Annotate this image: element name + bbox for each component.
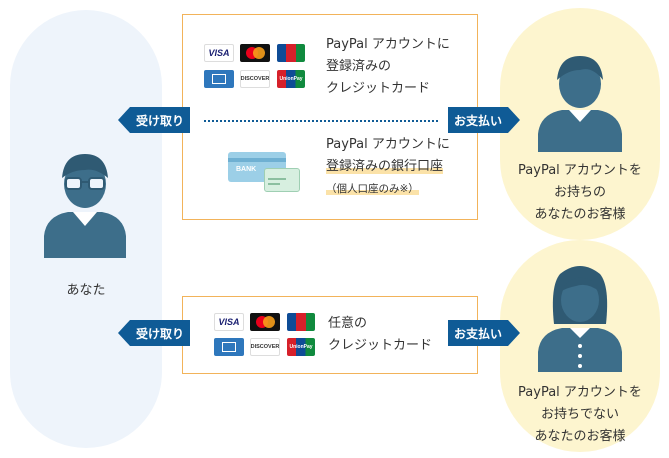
bank-card-icon: BANK [228,152,300,192]
pay-arrow-bottom: お支払い [448,320,521,346]
visa-logo: VISA [214,313,244,331]
unionpay-logo: UnionPay [277,70,305,88]
customer-with-account-label: PayPal アカウントを お持ちの あなたのお客様 [518,163,642,222]
customer-without-account-label: PayPal アカウントを お持ちでない あなたのお客様 [518,385,642,444]
registered-bank-text: PayPal アカウントに 登録済みの銀行口座 （個人口座のみ※） [326,137,450,195]
discover-logo: DISCOVER [240,70,270,88]
you-label: あなた [66,283,106,298]
unionpay-logo: UnionPay [287,338,315,356]
pay-arrow-top: お支払い [448,107,521,133]
receive-arrow-top: 受け取り [118,107,191,133]
any-card-box [182,296,478,374]
mastercard-logo [240,44,270,62]
registered-card-text: PayPal アカウントに 登録済みの クレジットカード [326,37,450,96]
flow-dotted-line [204,120,438,122]
jcb-logo [287,313,315,331]
customer-person-icon [538,56,622,152]
any-card-text: 任意の クレジットカード [328,316,433,353]
receive-arrow-bottom: 受け取り [118,320,191,346]
jcb-logo [277,44,305,62]
you-person-icon [44,154,126,258]
amex-logo [204,70,234,88]
customer-female-person-icon [538,266,622,372]
amex-logo [214,338,244,356]
visa-logo: VISA [204,44,234,62]
mastercard-logo [250,313,280,331]
discover-logo: DISCOVER [250,338,280,356]
